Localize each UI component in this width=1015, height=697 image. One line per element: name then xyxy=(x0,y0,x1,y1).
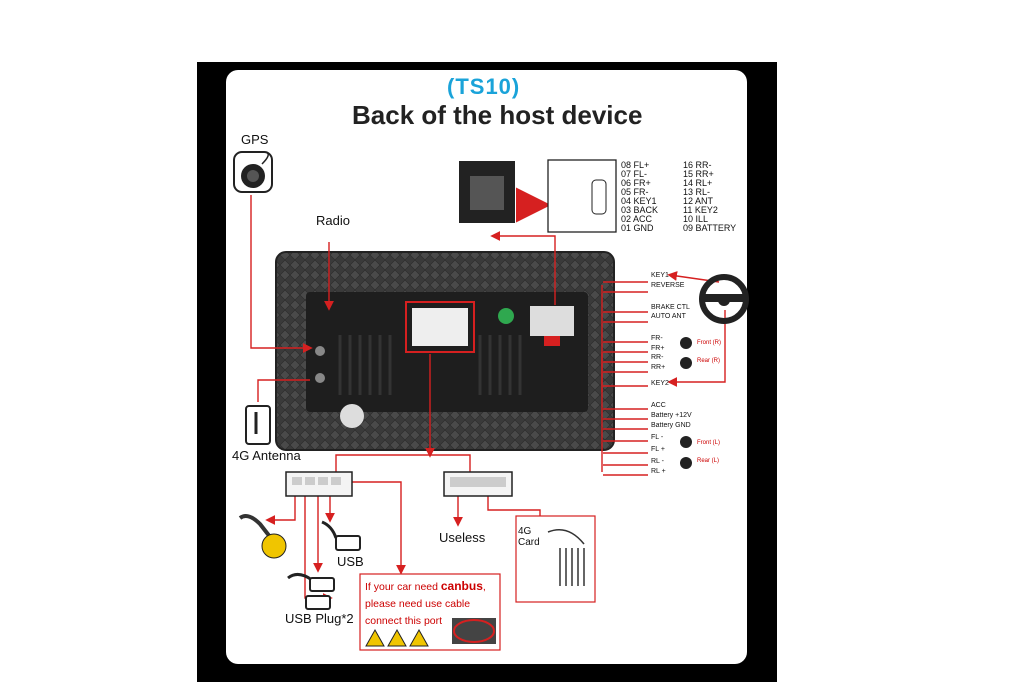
canbus-note-comma: , xyxy=(482,581,486,593)
speaker-label: Rear (R) xyxy=(697,358,721,364)
4g-antenna-icon xyxy=(245,405,271,445)
wire-label: FL + xyxy=(651,446,665,453)
pin-label: 05 FR- xyxy=(621,187,649,197)
usb-socket-icon xyxy=(321,520,361,551)
wire-label: FR- xyxy=(651,335,663,342)
pin-label: 10 ILL xyxy=(683,214,709,224)
model-label: (TS10) xyxy=(447,74,521,99)
canbus-note-line2: please need use cable xyxy=(365,598,471,610)
usb-plug-icon xyxy=(287,573,335,610)
wire-label: RR+ xyxy=(651,364,666,371)
4g-card-cable-icon xyxy=(547,529,585,586)
speaker-label: Front (L) xyxy=(697,440,721,446)
pin-label: 11 KEY2 xyxy=(683,205,718,215)
steering-wheel-icon xyxy=(699,274,749,324)
canbus-note-line1: If your car need xyxy=(365,581,441,593)
gps-antenna-icon xyxy=(233,151,273,193)
usb-label: USB xyxy=(337,554,364,569)
main-connector-photo xyxy=(459,161,515,223)
pin-label: 04 KEY1 xyxy=(621,196,657,206)
speaker-label: Rear (L) xyxy=(697,458,720,464)
usb-plug-label: USB Plug*2 xyxy=(285,611,354,626)
pin-label: 06 FR+ xyxy=(621,178,651,188)
pin-label: 13 RL- xyxy=(683,187,711,197)
harness-connector-b xyxy=(443,471,513,497)
pin-label: 08 FL+ xyxy=(621,160,650,170)
pinout-diagram xyxy=(547,159,617,233)
wire-label: ACC xyxy=(651,402,666,409)
camera-cable-icon xyxy=(238,514,287,559)
4g-card-label: 4G Card xyxy=(518,526,540,548)
pin-label: 01 GND xyxy=(621,223,654,233)
wire-label: Battery GND xyxy=(651,422,691,429)
useless-label: Useless xyxy=(439,530,486,545)
wire-label: RL + xyxy=(651,468,666,475)
wire-label: Battery +12V xyxy=(651,412,692,419)
gps-label: GPS xyxy=(241,132,269,147)
speaker-icons xyxy=(680,337,692,469)
pin-label: 14 RL+ xyxy=(683,178,713,188)
canbus-keyword: canbus xyxy=(440,579,483,593)
pin-label: 12 ANT xyxy=(683,196,714,206)
pin-label: 09 BATTERY xyxy=(683,223,737,233)
pin-label: 03 BACK xyxy=(621,205,659,215)
canbus-port-photo xyxy=(452,618,496,644)
wire-label: REVERSE xyxy=(651,282,685,289)
speaker-label: Front (R) xyxy=(697,340,721,346)
pin-label: 15 RR+ xyxy=(683,169,714,179)
canbus-note: If your car need canbus, please need use… xyxy=(365,578,486,630)
wire-label: FL - xyxy=(651,434,664,441)
wire-label: RR- xyxy=(651,354,664,361)
warning-icons xyxy=(365,628,429,647)
4g-antenna-label: 4G Antenna xyxy=(232,448,301,463)
wire-label: FR+ xyxy=(651,345,665,352)
wire-label: AUTO ANT xyxy=(651,313,686,320)
pinout-left-column: 08 FL+ 07 FL- 06 FR+ 05 FR- 04 KEY1 03 B… xyxy=(621,161,658,233)
wire-label: KEY2 xyxy=(651,380,669,387)
pinout-right-column: 16 RR- 15 RR+ 14 RL+ 13 RL- 12 ANT 11 KE… xyxy=(683,161,736,233)
harness-connector-a xyxy=(285,471,353,497)
radio-label: Radio xyxy=(316,213,350,228)
wire-label: BRAKE CTL xyxy=(651,304,690,311)
wire-label: RL - xyxy=(651,458,664,465)
pin-label: 02 ACC xyxy=(621,214,653,224)
pin-label: 07 FL- xyxy=(621,169,648,179)
host-device-back xyxy=(275,251,615,451)
pin-label: 16 RR- xyxy=(683,160,712,170)
wire-label: KEY1 xyxy=(651,272,669,279)
canbus-note-line3: connect this port xyxy=(365,615,443,627)
diagram-title: Back of the host device xyxy=(352,100,643,130)
